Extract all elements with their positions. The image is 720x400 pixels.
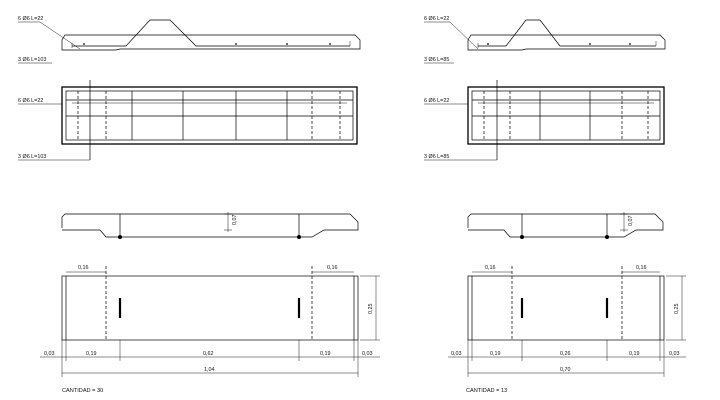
right-bar-dot <box>487 43 489 45</box>
left-bent-bar <box>72 19 350 47</box>
left-dim-segment-right: 0,19 <box>320 351 331 357</box>
left-section-outline <box>61 213 359 238</box>
right-top-stirrup-callout: 3 Ø6 L=85 <box>424 57 449 63</box>
right-section-bar-end <box>605 235 609 239</box>
left-dim-edge-right: 0,03 <box>362 351 373 357</box>
left-dim-segment-left: 0,19 <box>86 351 97 357</box>
left-elevation: 6 Ø6 L=22 3 Ø6 L=103 <box>18 16 361 64</box>
right-plan-view: 6 Ø6 L=22 3 Ø6 L=85 <box>424 80 665 161</box>
right-elevation: 6 Ø6 L=22 3 Ø6 L=85 <box>424 16 666 64</box>
right-dim-edge-right: 0,03 <box>669 351 680 357</box>
left-detail-set: 6 Ø6 L=22 3 Ø6 L=103 6 Ø6 L=22 <box>18 16 380 394</box>
right-dim-side: 0,25 <box>674 304 680 315</box>
right-cross-section: 0,07 <box>467 212 664 239</box>
right-dim-segment-right: 0,19 <box>629 351 640 357</box>
right-plan-bar-callout: 6 Ø6 L=22 <box>424 98 449 104</box>
right-section-height: 0,07 <box>628 216 634 227</box>
left-plan-inner <box>65 90 354 141</box>
left-elevation-outline <box>61 34 361 51</box>
left-bar-dot <box>235 43 237 45</box>
left-dim-total: 1,04 <box>204 367 215 373</box>
right-section-outline <box>467 213 664 238</box>
left-top-stirrup-callout: 3 Ø6 L=103 <box>18 57 46 63</box>
left-section-bar-end <box>297 235 301 239</box>
right-quantity-label: CANTIDAD = 13 <box>466 388 507 394</box>
left-plan-rectangle <box>61 275 359 341</box>
right-bar-dot <box>629 43 631 45</box>
right-section-bar-end <box>520 235 524 239</box>
left-plan-view: 6 Ø6 L=22 3 Ø6 L=103 <box>18 80 358 161</box>
right-elevation-outline <box>467 34 666 51</box>
right-dim-total: 0,70 <box>560 367 571 373</box>
right-leader-line <box>449 21 479 50</box>
right-dim-segment-left: 0,19 <box>490 351 501 357</box>
right-dim-end-right: 0,16 <box>636 265 647 271</box>
right-detail-set: 6 Ø6 L=22 3 Ø6 L=85 6 Ø6 L=22 <box>424 16 686 394</box>
left-quantity-label: CANTIDAD = 30 <box>62 388 103 394</box>
left-dim-edge-left: 0,03 <box>44 351 55 357</box>
left-cross-section: 0,07 <box>61 212 359 239</box>
left-dim-side: 0,25 <box>368 304 374 315</box>
right-plan-outline <box>467 86 665 145</box>
left-dim-end-right: 0,16 <box>327 265 338 271</box>
right-dim-end-left: 0,16 <box>485 265 496 271</box>
right-dim-edge-left: 0,03 <box>451 351 462 357</box>
right-top-bar-callout: 6 Ø6 L=22 <box>424 16 449 22</box>
left-section-height: 0,07 <box>232 215 238 226</box>
left-bar-dot <box>286 43 288 45</box>
right-plan-inner <box>471 90 661 141</box>
right-plan-stirrup-callout: 3 Ø6 L=85 <box>424 154 449 160</box>
right-bent-bar <box>478 19 656 47</box>
right-dimension-view: 0,16 0,16 0,25 0,03 0,19 0,26 0,19 0,03 <box>448 265 686 394</box>
left-section-bar-end <box>118 235 122 239</box>
right-plan-rectangle <box>467 275 665 341</box>
left-bar-dot <box>329 43 331 45</box>
left-dim-segment-mid: 0,62 <box>203 351 214 357</box>
left-plan-outline <box>61 86 358 145</box>
right-bar-dot <box>589 43 591 45</box>
right-dim-segment-mid: 0,26 <box>560 351 571 357</box>
left-plan-stirrup-callout: 3 Ø6 L=103 <box>18 154 46 160</box>
left-leader-line <box>39 21 81 50</box>
left-dimension-view: 0,16 0,16 0,25 0,03 0,19 0,62 0,19 0,03 <box>40 265 380 394</box>
left-top-bar-callout: 6 Ø6 L=22 <box>18 16 43 22</box>
left-dim-end-left: 0,16 <box>78 265 89 271</box>
left-plan-bar-callout: 6 Ø6 L=22 <box>18 98 43 104</box>
left-bar-dot <box>83 43 85 45</box>
